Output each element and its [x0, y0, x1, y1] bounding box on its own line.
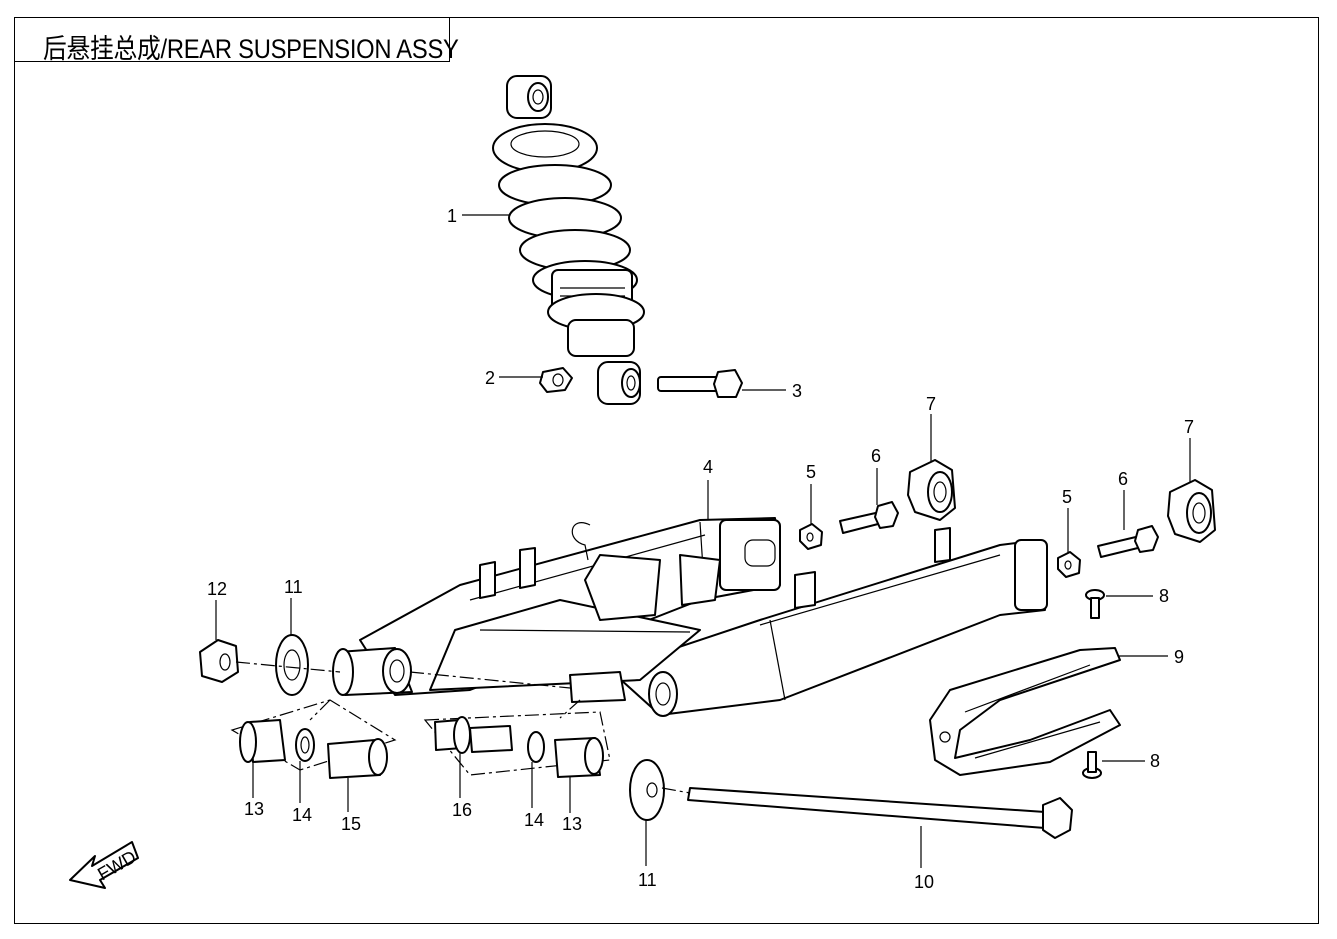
chain-guide[interactable] [929, 647, 1121, 776]
rear-shock-absorber[interactable] [492, 75, 645, 405]
callout-16: 16 [452, 800, 472, 820]
chain-adjuster-right[interactable] [1167, 479, 1216, 543]
callout-10: 10 [914, 872, 934, 892]
callout-2: 2 [485, 368, 495, 388]
title-box: 后悬挂总成/REAR SUSPENSION ASSY [14, 17, 459, 64]
callout-7a: 7 [926, 394, 936, 414]
shock-bolt[interactable] [657, 369, 743, 398]
callout-13b: 13 [562, 814, 582, 834]
guide-screw-upper[interactable] [1085, 589, 1105, 619]
callout-6b: 6 [1118, 469, 1128, 489]
pivot-nut[interactable] [199, 639, 239, 683]
guide-screw-lower[interactable] [1082, 751, 1102, 779]
chain-adjuster-left[interactable] [907, 459, 956, 521]
adjuster-nut-left[interactable] [799, 523, 823, 550]
callout-4: 4 [703, 457, 713, 477]
callout-14b: 14 [524, 810, 544, 830]
callout-8b: 8 [1150, 751, 1160, 771]
collar-right[interactable] [629, 759, 665, 821]
dust-seal-left[interactable] [275, 634, 309, 696]
callout-12: 12 [207, 579, 227, 599]
callout-11b: 11 [638, 870, 657, 890]
callout-9: 9 [1174, 647, 1184, 667]
pivot-shaft[interactable] [687, 787, 1073, 839]
callout-1: 1 [447, 206, 457, 226]
adjuster-bolt-left[interactable] [839, 501, 899, 534]
leader-lines [215, 214, 1191, 868]
drawing-frame [14, 17, 1319, 924]
callout-6a: 6 [871, 446, 881, 466]
swing-arm[interactable] [332, 517, 1048, 717]
callout-13a: 13 [244, 799, 264, 819]
adjuster-nut-right[interactable] [1057, 551, 1081, 578]
adjuster-bolt-right[interactable] [1097, 525, 1159, 558]
shock-nut[interactable] [539, 367, 573, 393]
fwd-arrow: FWD [69, 841, 140, 889]
callout-5b: 5 [1062, 487, 1072, 507]
bearing-set-right[interactable] [423, 711, 611, 778]
callout-7b: 7 [1184, 417, 1194, 437]
callout-3: 3 [792, 381, 802, 401]
callout-11a: 11 [284, 577, 303, 597]
callout-5a: 5 [806, 462, 816, 482]
callout-15: 15 [341, 814, 361, 834]
page-title: 后悬挂总成/REAR SUSPENSION ASSY [43, 34, 459, 64]
callout-8a: 8 [1159, 586, 1169, 606]
callouts: 1 2 3 4 5 5 6 6 7 7 8 8 9 10 11 11 12 13… [207, 206, 1194, 892]
callout-14a: 14 [292, 805, 312, 825]
bearing-set-left[interactable] [230, 699, 397, 779]
